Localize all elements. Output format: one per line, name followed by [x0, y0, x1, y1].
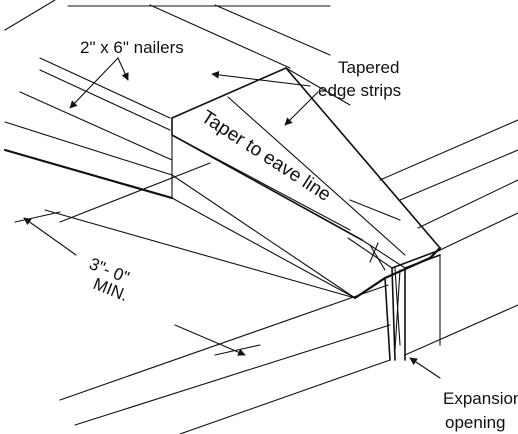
nailer-lines — [3, 0, 331, 200]
eave-wall — [347, 237, 442, 361]
leader-arrows — [69, 57, 441, 379]
dimension-3ft-min — [14, 211, 261, 356]
label-taper-to-eave: Taper to eave line — [197, 107, 334, 206]
label-nailers: 2" x 6" nailers — [80, 38, 184, 57]
tapered-arrow-upper — [211, 71, 311, 87]
taper-leader — [349, 199, 401, 221]
label-tapered-line1: Tapered — [338, 58, 399, 77]
label-expansion-line2: opening — [445, 413, 506, 432]
tapered-arrow-lower — [284, 91, 319, 126]
label-expansion-line1: Expansion — [443, 389, 518, 408]
nailers-arrow-right — [117, 57, 129, 81]
expansion-arrow — [409, 357, 441, 379]
label-tapered-line2: edge strips — [318, 81, 401, 100]
roof-deck-lines — [44, 134, 356, 299]
lower-structure-lines — [59, 119, 518, 434]
nailers-arrow-left — [69, 57, 119, 109]
